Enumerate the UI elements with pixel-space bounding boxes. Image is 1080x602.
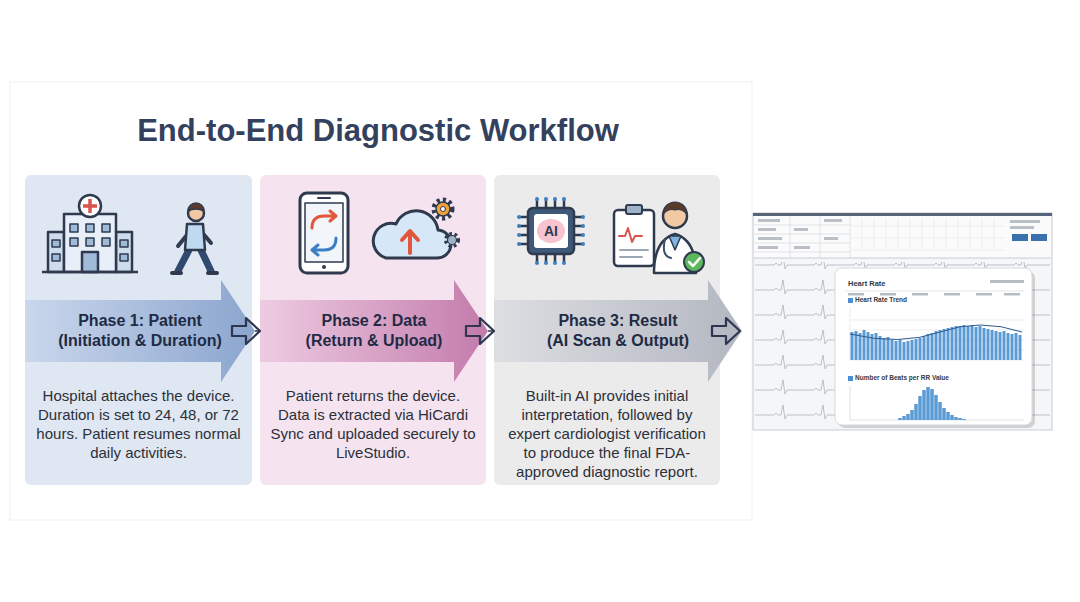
- phase-heading: Phase 3: Result: [558, 311, 677, 331]
- software-screenshot: [852, 325, 1020, 360]
- phase-subheading: (Initiation & Duration): [58, 331, 222, 351]
- screen-heading: Heart Rate: [848, 280, 886, 288]
- chart-title: Heart Rate Trend: [855, 297, 907, 304]
- software-screenshot: [848, 293, 864, 296]
- software-screenshot: [848, 280, 1024, 296]
- phase-arrow-band: Phase 2: Data(Return & Upload): [260, 280, 488, 382]
- phase-description: Built-in AI provides initial interpretat…: [504, 386, 710, 481]
- arrow-band-outline: [494, 280, 742, 382]
- phase-subheading: (AI Scan & Output): [547, 331, 689, 351]
- phase-heading: Phase 1: Patient: [78, 311, 202, 331]
- software-screenshot: [753, 213, 1052, 216]
- band-text-box: Phase 1: Patient(Initiation & Duration): [25, 300, 255, 362]
- phase-panel: Hospital attaches the device. Duration i…: [25, 175, 252, 485]
- software-screenshot: [976, 293, 992, 296]
- phase-description: Patient returns the device. Data is extr…: [270, 386, 476, 462]
- band-text-box: Phase 3: Result(AI Scan & Output): [494, 300, 742, 362]
- chart-title: Number of Beats per RR Value: [855, 375, 949, 382]
- software-screenshot: [753, 213, 1052, 430]
- software-screenshot: [755, 262, 1050, 428]
- software-screenshot: [845, 291, 1024, 292]
- software-screenshot: [944, 293, 960, 296]
- phase-description: Hospital attaches the device. Duration i…: [35, 386, 242, 462]
- software-screenshot: [835, 268, 1032, 425]
- phase-panel: Built-in AI provides initial interpretat…: [494, 175, 720, 485]
- software-screenshot: [824, 219, 842, 222]
- software-screenshot: [990, 280, 1024, 283]
- software-screenshot: [1010, 220, 1040, 223]
- software-screenshot: [794, 228, 808, 231]
- software-screenshot: [1010, 226, 1034, 229]
- software-screenshot: [848, 298, 853, 303]
- software-screenshot: [758, 237, 782, 240]
- arrow-band-shape: [494, 280, 742, 382]
- phase-heading: Phase 2: Data: [322, 311, 427, 331]
- phase-panel: Patient returns the device. Data is extr…: [260, 175, 486, 485]
- software-screenshot: [850, 308, 1024, 360]
- software-screenshot: [754, 216, 1051, 258]
- software-screenshot: [758, 219, 780, 222]
- software-screenshot: [824, 237, 838, 240]
- phase-arrow-band: Phase 3: Result(AI Scan & Output): [494, 280, 742, 382]
- software-screenshot: [850, 325, 1022, 340]
- software-screenshot: [850, 386, 1024, 420]
- software-screenshot: [758, 219, 1040, 249]
- phase-subheading: (Return & Upload): [306, 331, 443, 351]
- software-screenshot: [848, 376, 853, 381]
- software-screenshot: [758, 228, 776, 231]
- software-screenshot: [754, 216, 850, 258]
- software-screenshot: [1004, 293, 1020, 296]
- arrow-band-outline: [260, 280, 488, 382]
- software-screenshot: [1012, 234, 1028, 241]
- arrow-band-shape: [25, 280, 255, 382]
- software-screenshot: [850, 218, 1005, 250]
- software-screenshot: [838, 271, 1035, 428]
- software-screenshot: [912, 293, 928, 296]
- software-screenshot: [1031, 234, 1047, 241]
- software-screenshot: [753, 213, 1052, 430]
- software-screenshot: [900, 387, 964, 420]
- arrow-band-shape: [260, 280, 488, 382]
- software-screenshot: [754, 258, 1051, 259]
- diagram-title: End-to-End Diagnostic Workflow: [0, 113, 756, 149]
- software-screenshot: [880, 293, 896, 296]
- software-screenshot: [758, 246, 778, 249]
- band-text-box: Phase 2: Data(Return & Upload): [260, 300, 488, 362]
- chip-label: AI: [536, 224, 566, 238]
- software-screenshot: [794, 246, 810, 249]
- arrow-band-outline: [25, 280, 255, 382]
- phase-arrow-band: Phase 1: Patient(Initiation & Duration): [25, 280, 255, 382]
